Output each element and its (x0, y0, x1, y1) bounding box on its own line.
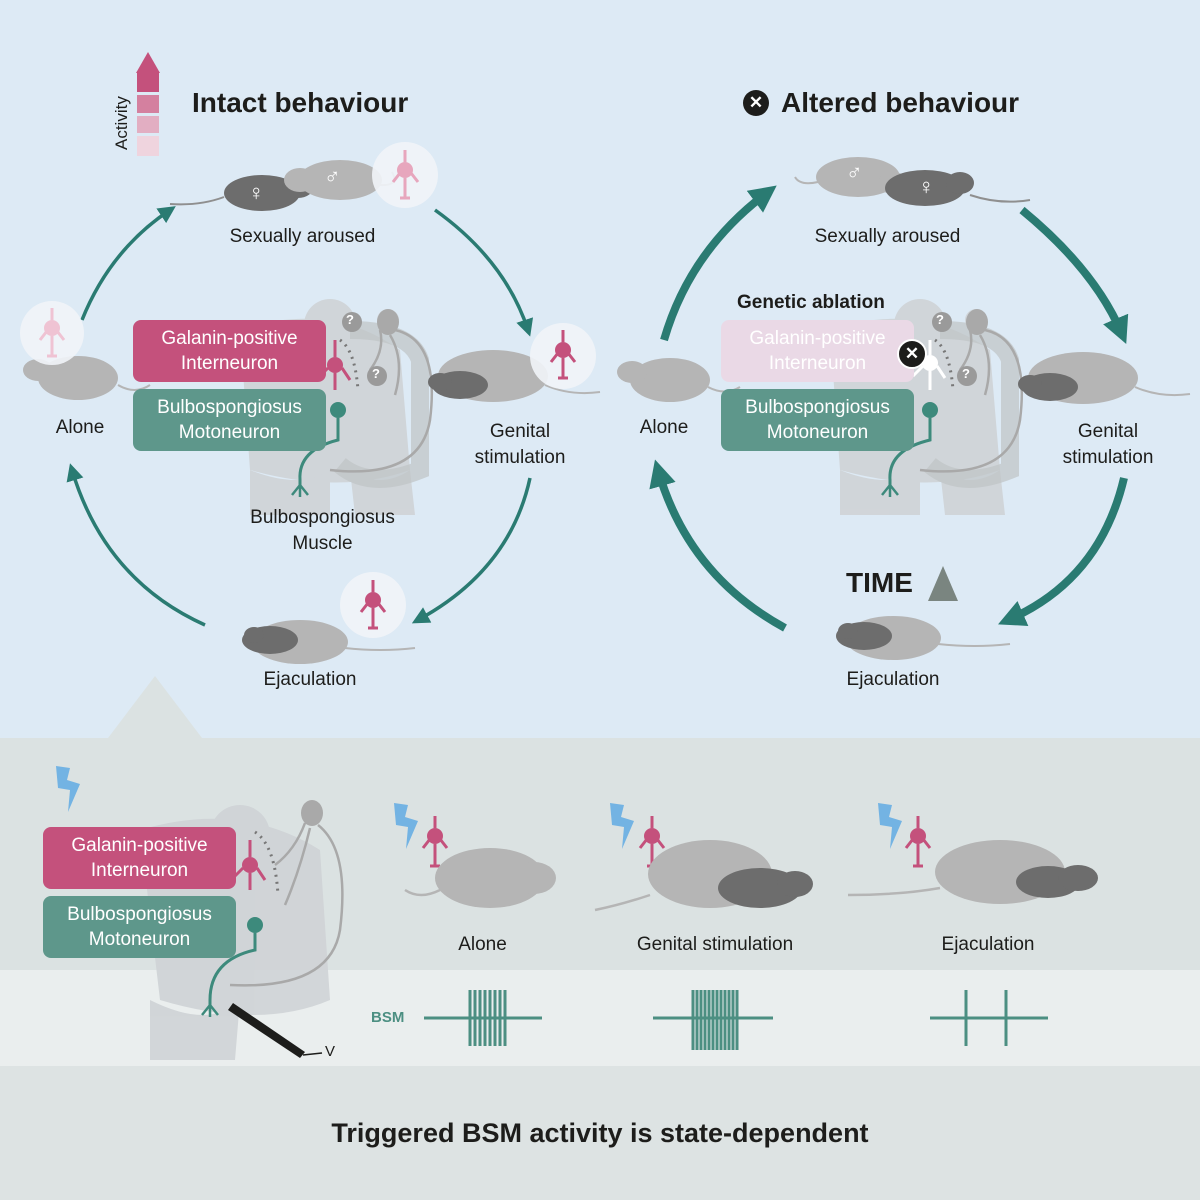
unknown-mark-3: ? (936, 312, 944, 327)
label-alone-left: Alone (55, 417, 105, 438)
lightning-icon-1 (56, 766, 80, 812)
mouse-ejaculation-left (242, 620, 416, 664)
footer-title: Triggered BSM activity is state-dependen… (331, 1118, 869, 1148)
moto-box-bottom: Bulbospongiosus Motoneuron (43, 896, 236, 958)
mouse-alone-left (23, 356, 151, 400)
label-genital-bottom: Genital stimulation (636, 934, 794, 955)
neuron-icon-bottom-2 (638, 816, 666, 868)
moto-box-intact-line2: Motoneuron (178, 422, 281, 443)
bsm-trace-genital (653, 990, 773, 1050)
ablation-x-icon: ✕ (897, 339, 927, 369)
moto-box-bottom-line2: Motoneuron (88, 929, 191, 950)
label-genital-left-line1: Genital (489, 421, 551, 442)
panel-connector-triangle (108, 676, 202, 738)
label-alone-right: Alone (639, 417, 689, 438)
neuron-icon-bottom-3 (904, 816, 932, 868)
circuit-altered (881, 309, 1024, 497)
activity-label: Activity (112, 96, 131, 150)
label-alone-bottom: Alone (458, 934, 507, 955)
galanin-box-intact: Galanin-positive Interneuron (133, 320, 326, 382)
arrow-ejaculation-to-alone-bold (649, 459, 787, 632)
neuron-icon-ejaculation (359, 580, 387, 630)
label-volt: V (325, 1043, 336, 1060)
mouse-ejaculation-bottom (847, 840, 1098, 904)
x-icon: ✕ (743, 90, 769, 116)
label-ejaculation-right: Ejaculation (846, 669, 940, 690)
lightning-icon-3 (610, 803, 634, 849)
moto-box-altered: Bulbospongiosus Motoneuron (721, 389, 914, 451)
female-symbol-right: ♀ (918, 174, 935, 199)
label-muscle-line2: Muscle (292, 533, 353, 554)
galanin-box-ablated: Galanin-positive Interneuron (721, 320, 914, 382)
mouse-genital-pair-altered (1018, 352, 1191, 404)
arrow-alone-to-aroused (80, 206, 176, 321)
mouse-aroused-pair (169, 160, 396, 211)
label-ejaculation-left: Ejaculation (263, 669, 357, 690)
neuron-icon-alone (38, 308, 66, 358)
label-muscle-line1: Bulbospongiosus (250, 507, 395, 528)
label-genital-right-line1: Genital (1077, 421, 1139, 442)
male-symbol-right: ♂ (846, 160, 863, 185)
moto-box-altered-line1: Bulbospongiosus (745, 397, 890, 418)
galanin-box-ablated-line2: Interneuron (768, 353, 867, 374)
galanin-box-ablated-line1: Galanin-positive (749, 328, 886, 349)
arrow-aroused-to-genital (433, 208, 534, 337)
time-arrowhead (928, 566, 958, 601)
female-symbol-left: ♀ (248, 180, 265, 205)
unknown-mark-4: ? (962, 366, 970, 381)
arrow-genital-to-ejaculation-bold (998, 477, 1128, 626)
label-muscle: Bulbospongiosus Muscle (240, 505, 405, 557)
label-bsm: BSM (371, 1009, 405, 1026)
circuit-bottom (201, 800, 344, 1017)
lightning-icon-2 (394, 803, 418, 849)
activity-scale (136, 52, 160, 156)
bsm-trace-alone (424, 990, 542, 1046)
label-ejaculation-bottom: Ejaculation (941, 934, 1035, 955)
label-genital-left: Genital stimulation (455, 419, 585, 471)
footer-background (0, 1066, 1200, 1200)
mouse-genital-pair (428, 350, 601, 402)
unknown-mark-2: ? (372, 366, 380, 381)
bsm-trace-ejaculation (930, 990, 1048, 1046)
galanin-box-intact-line2: Interneuron (180, 353, 279, 374)
arrow-alone-to-aroused-bold (660, 185, 777, 342)
moto-box-intact: Bulbospongiosus Motoneuron (133, 389, 326, 451)
arrow-ejaculation-to-alone (66, 463, 206, 627)
neuron-icon-bottom-1 (421, 816, 449, 868)
mouse-alone-right (617, 358, 741, 402)
male-symbol-left: ♂ (324, 164, 341, 189)
label-time: TIME (846, 567, 913, 598)
arrow-genital-to-ejaculation (411, 477, 532, 624)
galanin-box-bottom: Galanin-positive Interneuron (43, 827, 236, 889)
mouse-aroused-pair-altered (794, 157, 1031, 206)
label-genital-right: Genital stimulation (1043, 419, 1173, 471)
label-sexually-aroused-left: Sexually aroused (229, 226, 376, 247)
galanin-box-intact-line1: Galanin-positive (161, 328, 298, 349)
neuron-icon-aroused (391, 150, 420, 200)
neuron-icon-genital (549, 330, 577, 380)
label-genetic-ablation: Genetic ablation (737, 292, 885, 313)
galanin-box-bottom-line2: Interneuron (90, 860, 189, 881)
label-genital-left-line2: stimulation (474, 447, 566, 468)
lightning-icon-4 (878, 803, 902, 849)
label-genital-right-line2: stimulation (1062, 447, 1154, 468)
unknown-mark-1: ? (346, 312, 354, 327)
moto-box-altered-line2: Motoneuron (766, 422, 869, 443)
mouse-genital-bottom (594, 840, 813, 912)
mouse-ejaculation-right (836, 616, 1011, 660)
circuit-intact (291, 309, 434, 497)
label-sexually-aroused-right: Sexually aroused (814, 226, 961, 247)
altered-title: Altered behaviour (781, 87, 1020, 118)
mouse-alone-bottom (404, 848, 556, 908)
galanin-box-bottom-line1: Galanin-positive (71, 835, 208, 856)
arrow-aroused-to-genital-bold (1019, 206, 1129, 345)
intact-title: Intact behaviour (192, 87, 409, 118)
electrode (228, 1003, 305, 1058)
moto-box-bottom-line1: Bulbospongiosus (67, 904, 212, 925)
moto-box-intact-line1: Bulbospongiosus (157, 397, 302, 418)
